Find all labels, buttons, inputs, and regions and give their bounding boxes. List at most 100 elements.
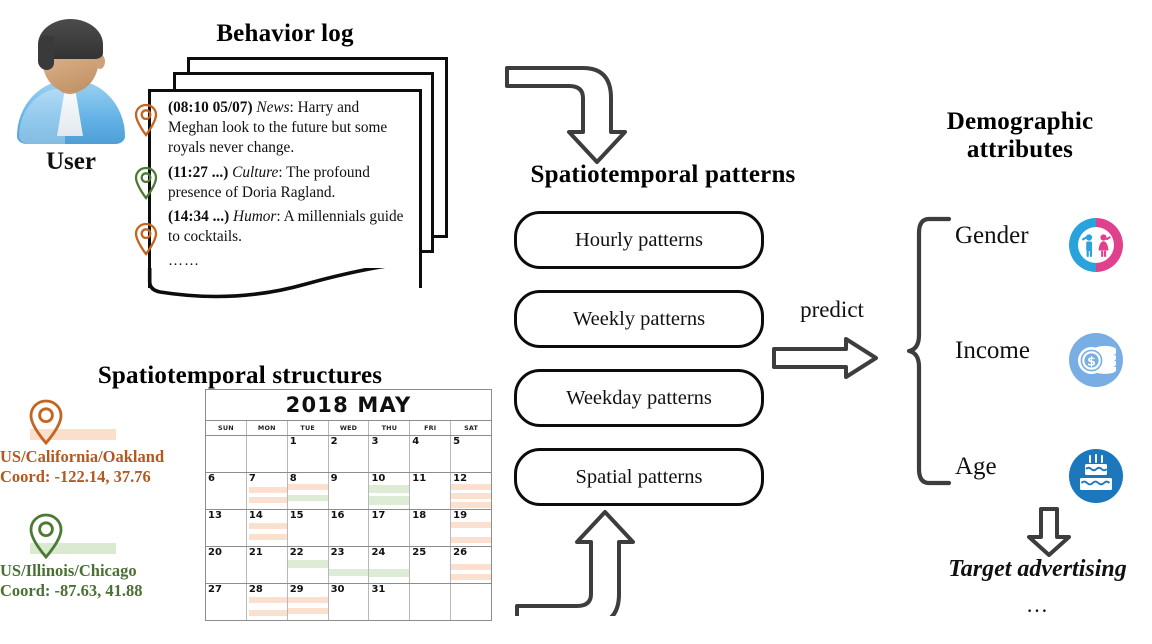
calendar-dow: WED (329, 421, 370, 435)
avatar-sideburn (38, 36, 54, 70)
calendar-event-bar (248, 534, 287, 540)
calendar-event-bar (451, 502, 492, 508)
pattern-pill-weekly[interactable]: Weekly patterns (514, 290, 764, 348)
calendar-day[interactable]: 3 (369, 436, 411, 472)
calendar-day-number: 29 (289, 584, 304, 595)
log-ellipsis: …… (168, 253, 200, 270)
calendar-day-number: 4 (412, 436, 420, 447)
calendar-event-bar (248, 597, 287, 603)
calendar-week: 13 14 15 16 17 18 19 (206, 510, 492, 547)
calendar-day[interactable]: 11 (410, 473, 452, 509)
calendar-day-number: 8 (289, 473, 297, 484)
calendar-day[interactable]: 13 (206, 510, 247, 546)
attribute-label-age: Age (955, 453, 997, 480)
calendar-event-bar (451, 537, 492, 543)
calendar-event-bar (451, 522, 492, 528)
calendar-day[interactable] (451, 584, 491, 620)
coins-icon: $ (1069, 333, 1123, 387)
calendar-day[interactable]: 12 (451, 473, 492, 509)
calendar-day-number: 28 (248, 584, 263, 595)
pattern-label: Weekday patterns (566, 386, 712, 409)
structures-title: Spatiotemporal structures (97, 362, 383, 389)
calendar-day-number: 26 (453, 547, 468, 558)
pattern-label: Spatial patterns (575, 465, 703, 488)
calendar-day[interactable]: 14 (247, 510, 288, 546)
elbow-arrow-down-icon (505, 66, 627, 164)
calendar-day[interactable]: 7 (247, 473, 288, 509)
log-entry-category: News (256, 99, 290, 116)
calendar-day[interactable]: 8 (287, 473, 329, 509)
calendar-day[interactable] (206, 436, 247, 472)
calendar-day[interactable]: 31 (369, 584, 411, 620)
gender-donut-icon (1069, 218, 1123, 272)
calendar-day[interactable]: 27 (206, 584, 247, 620)
calendar-event-bar (248, 523, 287, 529)
calendar-day-number: 16 (330, 510, 345, 521)
calendar-day[interactable]: 24 (369, 547, 411, 583)
avatar-ear (95, 54, 105, 69)
calendar-day[interactable]: 6 (206, 473, 247, 509)
user-label: User (46, 148, 96, 175)
map-pin-icon (133, 222, 159, 256)
calendar-day[interactable]: 26 (451, 547, 492, 583)
location-place: US/Illinois/Chicago (0, 561, 137, 580)
log-card-front (148, 89, 422, 288)
map-pin-icon (133, 103, 159, 137)
calendar-week: 20 21 22 23 24 25 26 (206, 547, 492, 584)
calendar-day[interactable] (410, 584, 452, 620)
calendar-day[interactable]: 16 (329, 510, 370, 546)
calendar-day-number: 20 (208, 547, 222, 558)
calendar-day-number: 13 (208, 510, 222, 521)
calendar-day[interactable]: 15 (288, 510, 329, 546)
location-coord: Coord: -87.63, 41.88 (0, 581, 143, 601)
calendar-day-number: 21 (248, 547, 263, 558)
pattern-pill-hourly[interactable]: Hourly patterns (514, 211, 764, 269)
calendar-day[interactable]: 28 (247, 584, 288, 620)
calendar-day[interactable]: 22 (287, 547, 329, 583)
calendar-event-bar (369, 569, 410, 577)
calendar-event-bar (451, 574, 492, 580)
user-block: User (6, 14, 136, 176)
calendar-day-number: 11 (412, 473, 427, 484)
calendar-day-number: 9 (330, 473, 338, 484)
calendar-day-number: 3 (371, 436, 379, 447)
target-ellipsis: … (1026, 592, 1049, 617)
behavior-log-title: Behavior log (216, 20, 354, 47)
calendar-day[interactable]: 10 (369, 473, 411, 509)
calendar-day[interactable]: 1 (288, 436, 329, 472)
pattern-pill-spatial[interactable]: Spatial patterns (514, 448, 764, 506)
calendar-day[interactable]: 9 (329, 473, 370, 509)
map-pin-icon (133, 166, 159, 200)
location-block-chicago: US/Illinois/Chicago Coord: -87.63, 41.88 (0, 512, 200, 600)
calendar-day[interactable]: 30 (329, 584, 370, 620)
list-item: (11:27 ...) Culture: The profound presen… (168, 163, 408, 203)
calendar-day[interactable]: 4 (410, 436, 452, 472)
calendar-week: 27 28 29 30 31 (206, 584, 491, 620)
calendar-day-number: 23 (330, 547, 345, 558)
calendar-day[interactable]: 20 (206, 547, 247, 583)
calendar-day[interactable]: 18 (410, 510, 452, 546)
calendar-day[interactable] (247, 436, 288, 472)
calendar-day[interactable]: 2 (329, 436, 370, 472)
calendar-day[interactable]: 25 (410, 547, 452, 583)
calendar-day[interactable]: 17 (369, 510, 411, 546)
calendar-event-bar (287, 608, 328, 614)
location-block-oakland: US/California/Oakland Coord: -122.14, 37… (0, 398, 200, 486)
pattern-pill-weekday[interactable]: Weekday patterns (514, 369, 764, 427)
calendar-day[interactable]: 19 (451, 510, 492, 546)
calendar-day[interactable]: 29 (287, 584, 329, 620)
log-entry-text: : Harry and Meghan look to the future bu… (168, 99, 388, 156)
calendar-event-bar (248, 610, 287, 616)
pattern-label: Weekly patterns (572, 307, 706, 330)
map-pin-icon (24, 512, 116, 560)
birthday-cake-icon (1069, 449, 1123, 503)
pattern-label: Hourly patterns (574, 228, 704, 251)
calendar-day[interactable]: 5 (451, 436, 491, 472)
list-item: (14:34 ...) Humor: A millennials guide t… (168, 207, 408, 247)
calendar-day[interactable]: 23 (328, 547, 370, 583)
patterns-title: Spatiotemporal patterns (530, 161, 796, 188)
target-advertising-label: Target advertising (948, 556, 1127, 582)
calendar-title: 2018 MAY (206, 390, 491, 421)
calendar-day-number: 19 (453, 510, 468, 521)
calendar-day[interactable]: 21 (247, 547, 288, 583)
